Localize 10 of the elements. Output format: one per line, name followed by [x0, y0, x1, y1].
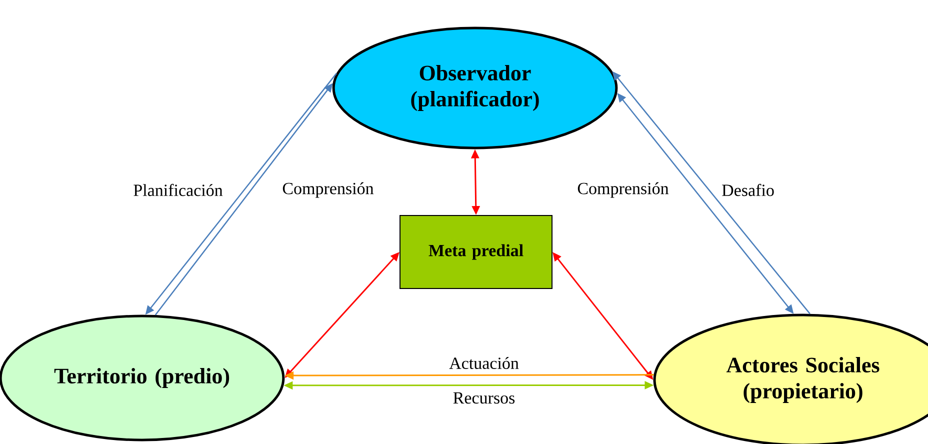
edge-label: Desafio: [720, 182, 776, 198]
edge-label: Recursos: [452, 391, 516, 405]
ellipse-node: Actores Sociales (propietario): [653, 314, 928, 444]
edge-label: Actuación: [448, 356, 520, 370]
process-box: Meta predial: [400, 215, 552, 289]
edge-label: Planificación: [132, 182, 224, 198]
edge-label: Comprensión: [281, 181, 375, 199]
ellipse-node: Territorio (predio): [0, 314, 285, 442]
edge-label: Comprensión: [576, 181, 670, 199]
ellipse-node: Observador (planificador): [332, 26, 618, 150]
